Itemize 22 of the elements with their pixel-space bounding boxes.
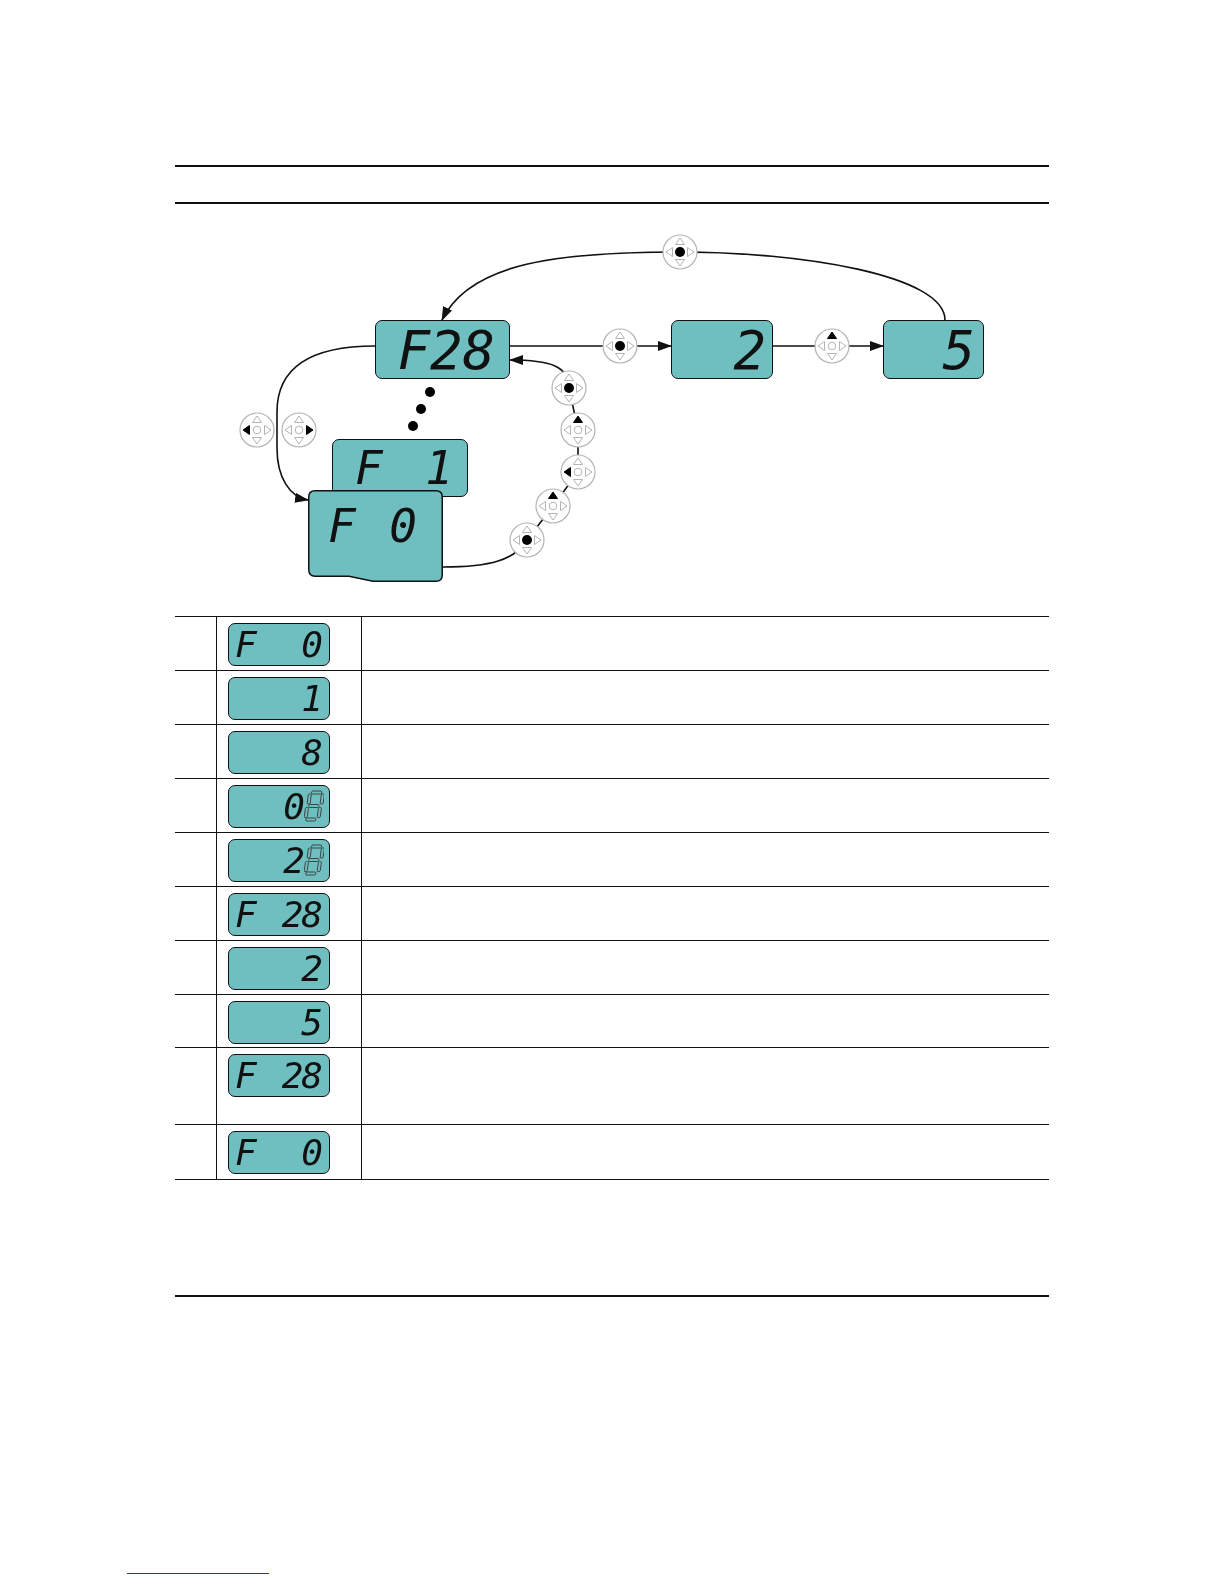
display-readout: 1 [300, 681, 321, 717]
display-readout: F 0 [235, 627, 321, 663]
lcd-display [671, 320, 773, 379]
lcd-display [308, 490, 443, 582]
display-readout: 5 [300, 1005, 321, 1041]
display-readout: F 0 [235, 1135, 321, 1171]
display-readout: F 28 [235, 897, 321, 933]
lcd-display [375, 320, 510, 379]
lcd-display [883, 320, 984, 379]
lcd-display [332, 439, 468, 497]
arrow [276, 345, 376, 502]
display-readout: 8 [300, 735, 321, 771]
display-readout: F 1 [355, 445, 453, 491]
display-readout: F28 [396, 324, 495, 378]
display-readout: 2 [282, 843, 303, 879]
display-readout: 2 [300, 951, 321, 987]
arrow [441, 251, 946, 321]
display-readout: F 28 [235, 1058, 321, 1094]
display-readout: 0 [282, 789, 303, 825]
display-readout: 2 [732, 324, 766, 378]
display-readout: 5 [941, 324, 975, 378]
display-readout: F 0 [328, 503, 417, 549]
